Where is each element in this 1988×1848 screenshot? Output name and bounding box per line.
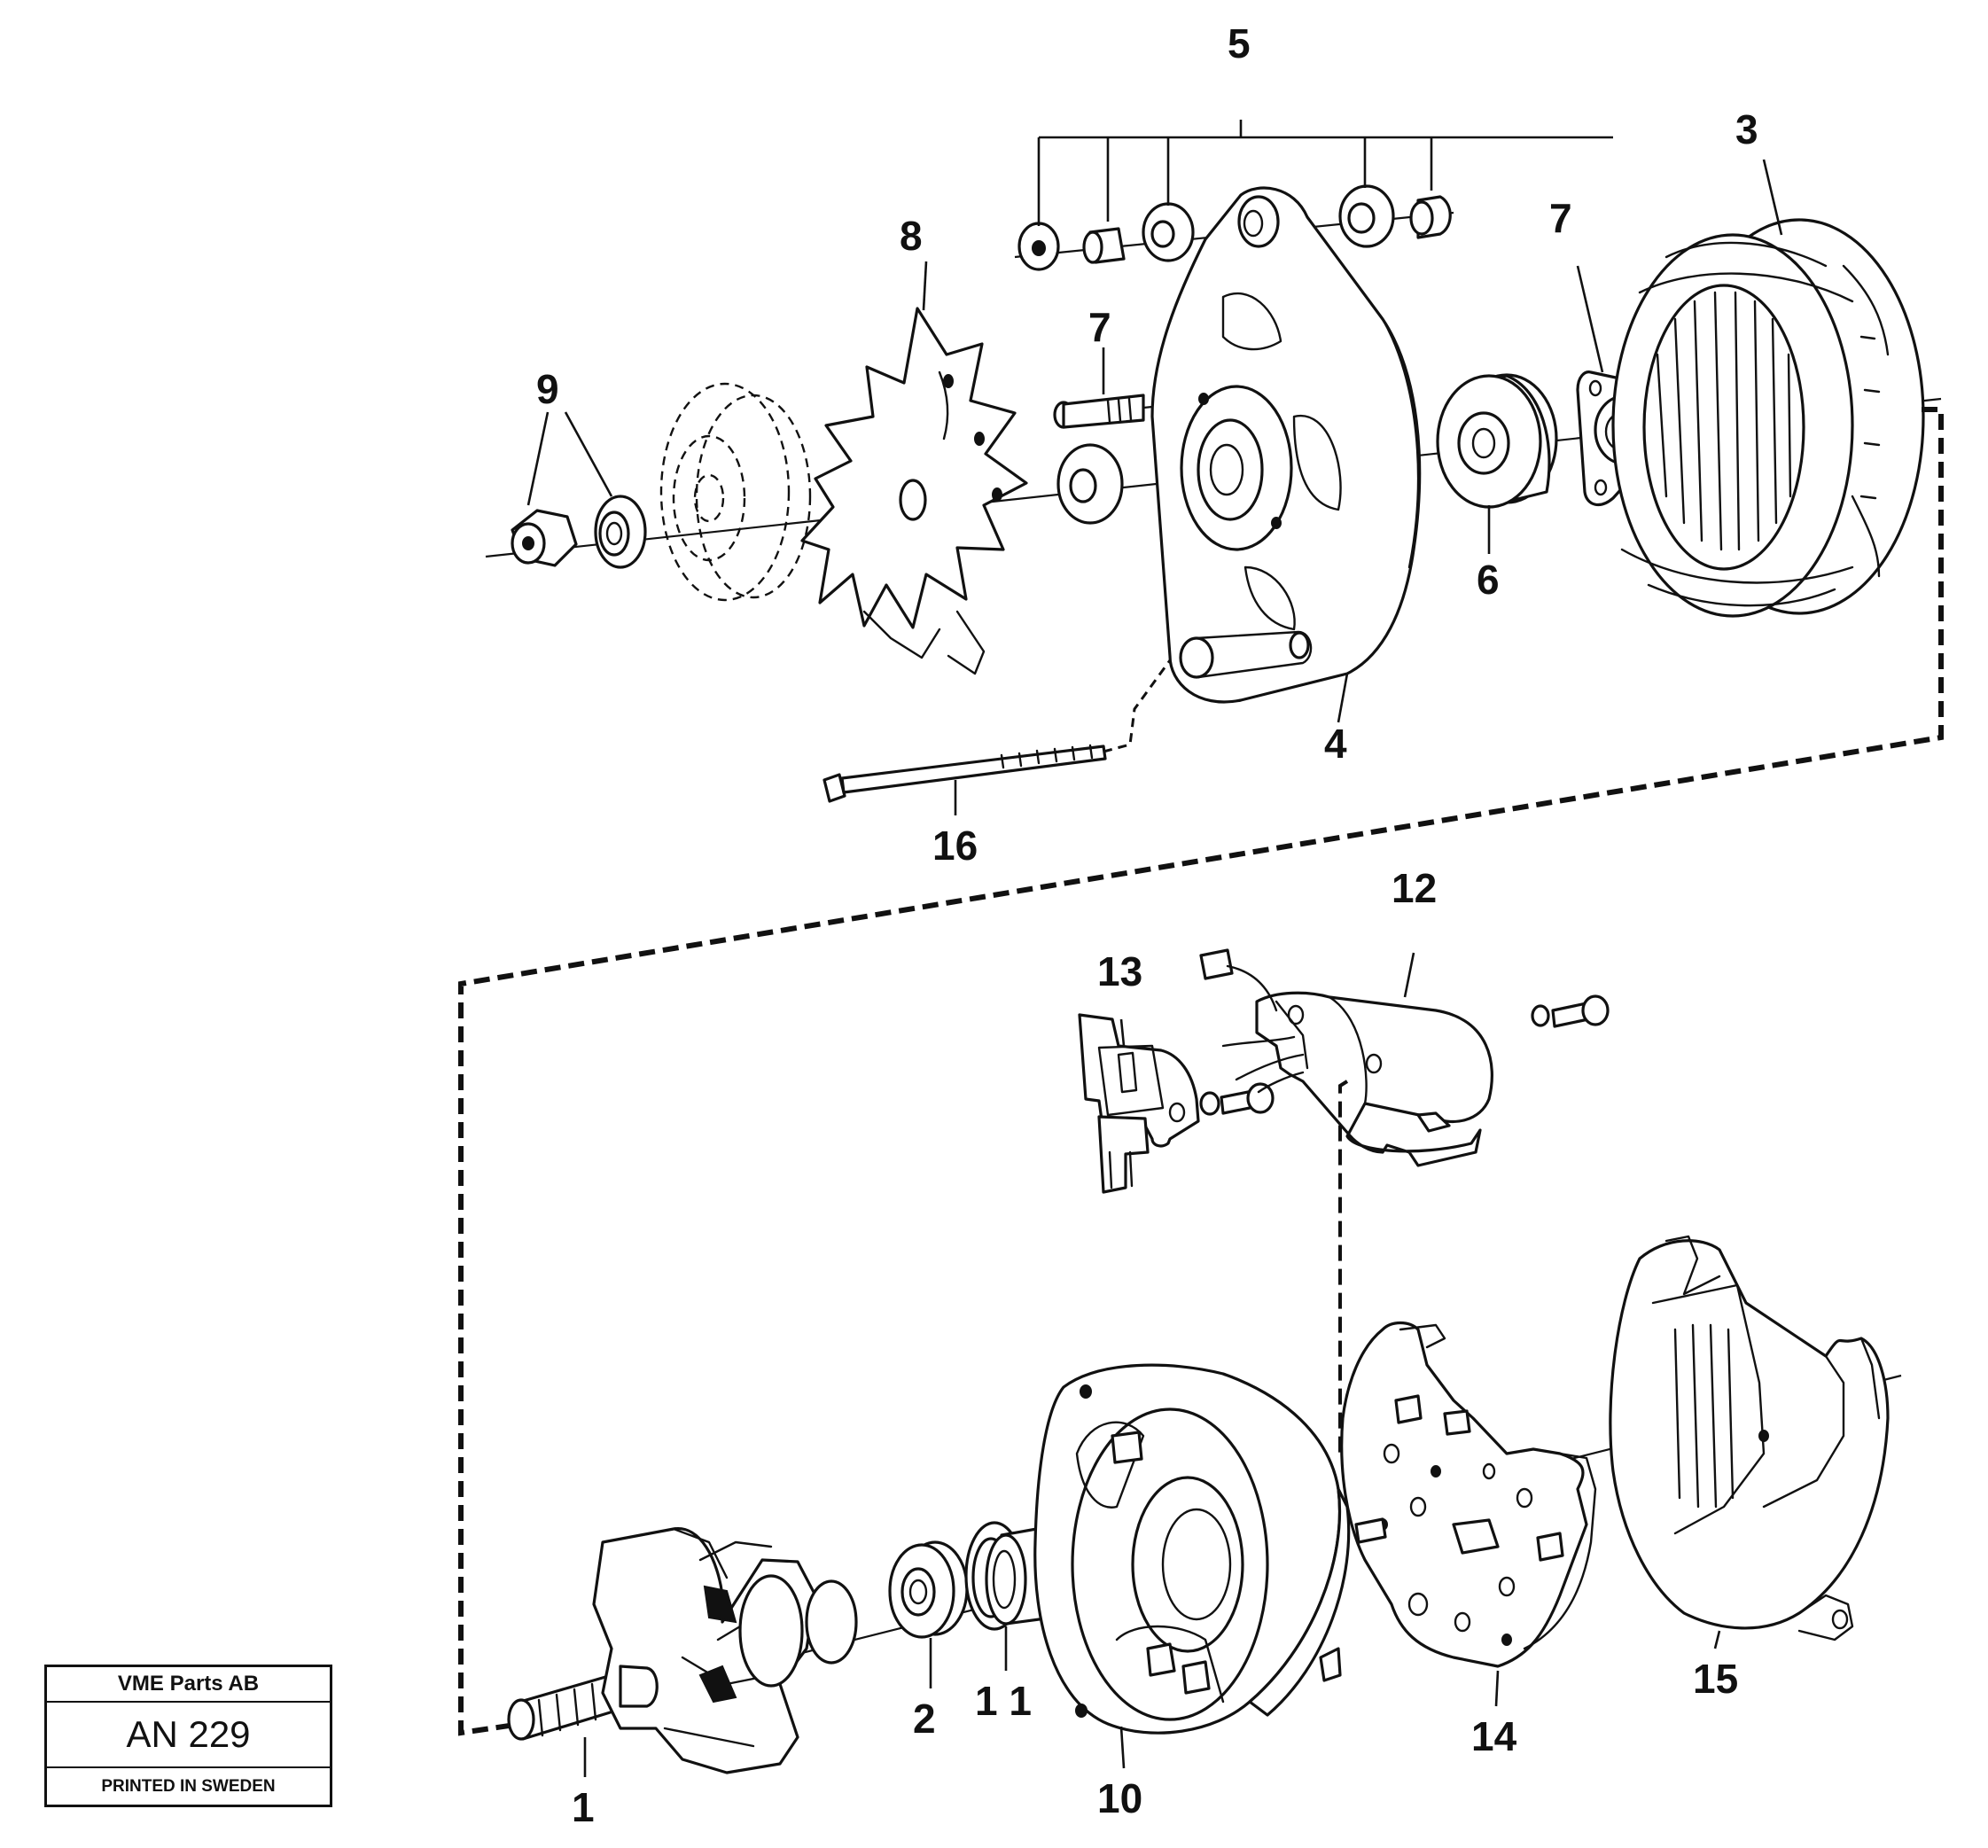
part-6-bearing — [1436, 373, 1558, 509]
part-15-rear-cover — [1609, 1235, 1890, 1641]
part-7-bolt — [1053, 394, 1189, 429]
callout-2: 2 — [913, 1696, 936, 1742]
callout-10: 10 — [1097, 1775, 1142, 1821]
part-9-nut-washer — [511, 495, 647, 569]
callout-16: 16 — [932, 823, 978, 869]
callout-5: 5 — [1228, 20, 1251, 66]
part-11-retaining-ring — [964, 1521, 1058, 1631]
part-13-brush-holder — [1078, 1013, 1200, 1194]
callout-11: 1 1 — [975, 1678, 1032, 1724]
plate-note: PRINTED IN SWEDEN — [101, 1777, 276, 1796]
callout-12: 12 — [1392, 865, 1437, 911]
regulator-screw — [1531, 994, 1610, 1028]
regulator-dashed-guide — [1338, 1080, 1349, 1454]
part-1-rotor — [507, 1527, 858, 1774]
brush-holder-screw — [1199, 1082, 1275, 1116]
plate-company: VME Parts AB — [47, 1667, 330, 1703]
part-8-fan — [800, 307, 1028, 675]
callout-15: 15 — [1693, 1656, 1738, 1702]
plate-code: AN 229 — [47, 1703, 330, 1768]
callout-1: 1 — [572, 1784, 595, 1830]
part-16-through-bolt — [822, 659, 1172, 803]
publisher-plate: VME Parts AB AN 229 PRINTED IN SWEDEN — [44, 1665, 332, 1807]
callout-7-retainer: 7 — [1549, 195, 1572, 241]
callout-14: 14 — [1471, 1713, 1517, 1759]
part-10-slip-ring-end-housing — [1033, 1363, 1351, 1735]
pulley-outline — [659, 382, 812, 602]
part-4-drive-end-bracket — [1150, 186, 1422, 704]
callout-8: 8 — [900, 213, 923, 259]
part-12-regulator — [1199, 948, 1493, 1167]
part-3-stator — [1611, 218, 1925, 618]
callout-leaders — [526, 120, 1783, 1777]
callout-13: 13 — [1097, 948, 1142, 994]
callout-9: 9 — [536, 366, 559, 412]
part-2-bearing — [888, 1540, 969, 1639]
part-14-rectifier — [1340, 1321, 1597, 1668]
callout-3: 3 — [1735, 106, 1758, 152]
callout-7-bolt: 7 — [1088, 304, 1111, 350]
callout-4: 4 — [1324, 721, 1347, 767]
washer-upper — [1056, 443, 1124, 525]
callout-6: 6 — [1477, 557, 1500, 603]
callout-labels: 5 3 7 8 7 9 6 4 16 12 13 1 2 1 1 10 14 1… — [536, 20, 1758, 1830]
